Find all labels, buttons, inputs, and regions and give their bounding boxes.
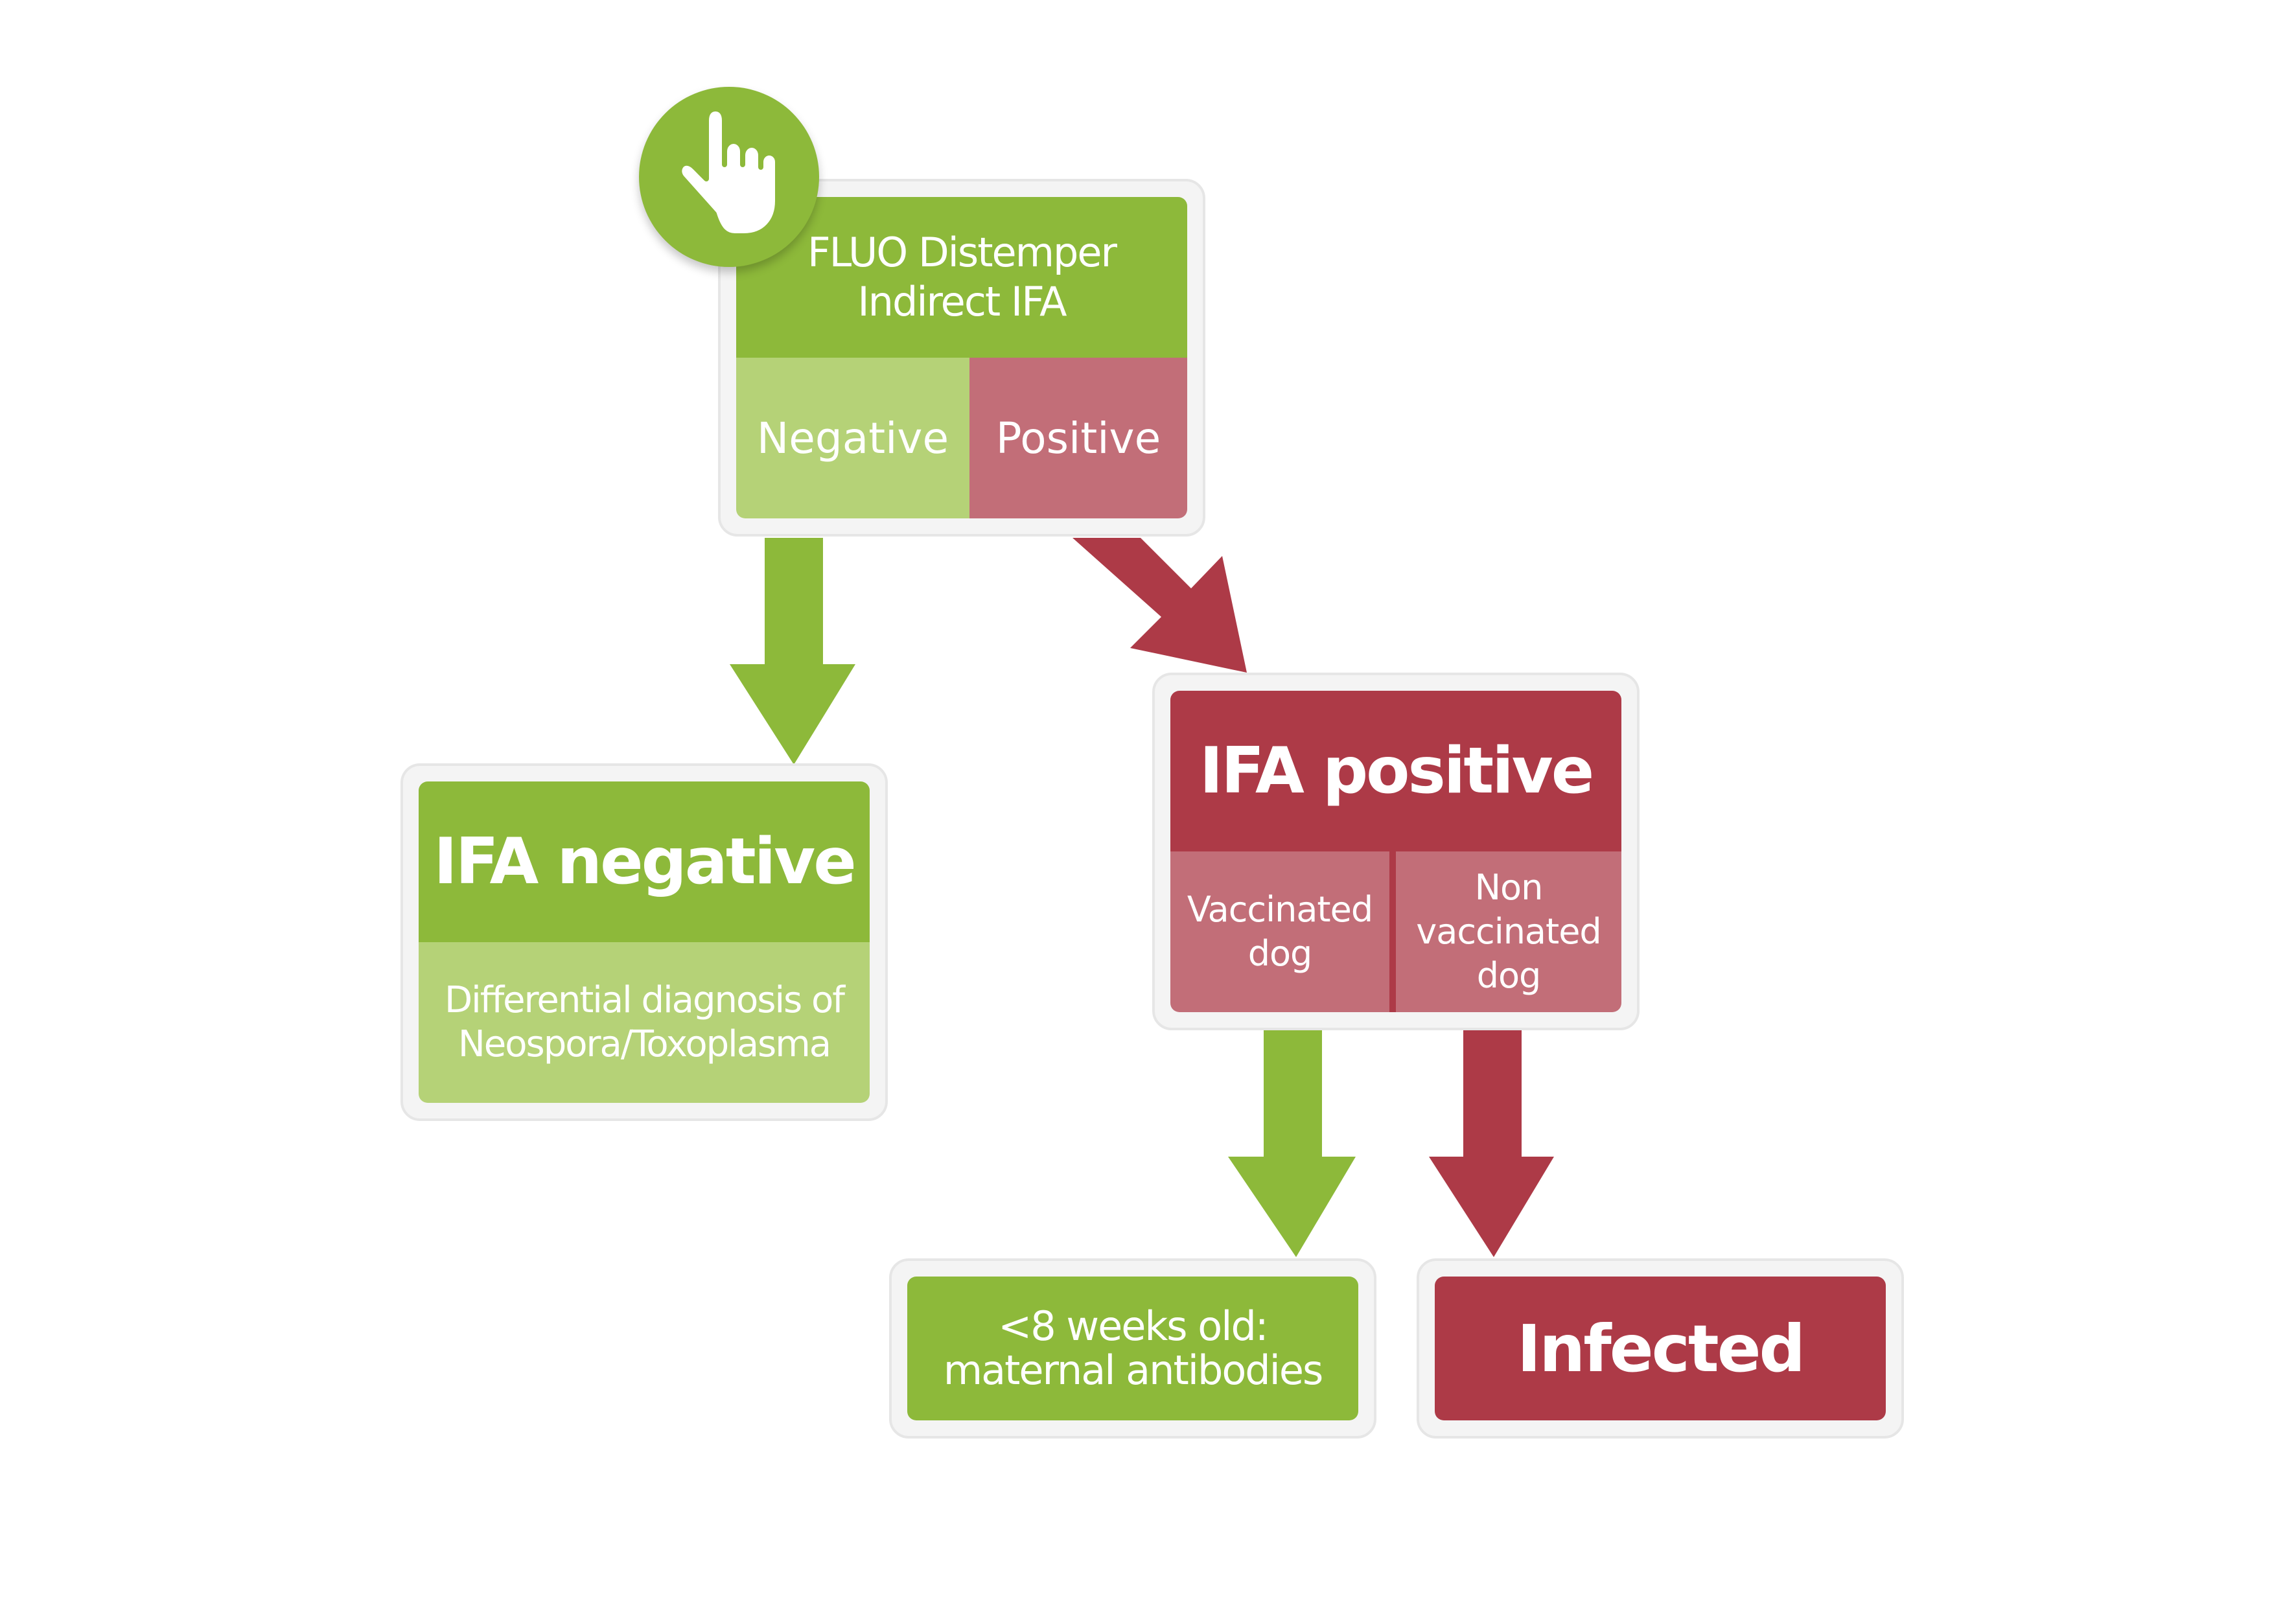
maternal-text: <8 weeks old: maternal antibodies xyxy=(943,1302,1324,1394)
start-node-title: FLUO Distemper Indirect IFA xyxy=(736,197,1187,358)
start-node: FLUO Distemper Indirect IFA Negative Pos… xyxy=(736,197,1187,518)
ifa-negative-title: IFA negative xyxy=(419,781,870,942)
ifa-negative-note: Differential diagnosis of Neospora/Toxop… xyxy=(419,942,870,1103)
maternal-node: <8 weeks old: maternal antibodies xyxy=(907,1277,1358,1420)
start-positive-label: Positive xyxy=(969,358,1187,518)
ifa-positive-divider xyxy=(1389,851,1396,1012)
non-vaccinated-dog-label: Non vaccinated dog xyxy=(1396,851,1621,1012)
infected-text: Infected xyxy=(1516,1310,1805,1387)
arrow-to-ifa-negative xyxy=(730,538,855,765)
arrow-to-maternal xyxy=(1228,1030,1356,1257)
arrow-to-ifa-positive xyxy=(1073,538,1247,673)
ifa-positive-title: IFA positive xyxy=(1170,691,1621,851)
pointing-hand-icon xyxy=(677,106,780,238)
arrow-to-infected xyxy=(1429,1030,1554,1257)
start-negative-label: Negative xyxy=(736,358,969,518)
vaccinated-dog-label: Vaccinated dog xyxy=(1170,851,1389,1012)
ifa-positive-node: IFA positive Vaccinated dog Non vaccinat… xyxy=(1170,691,1621,1012)
ifa-negative-node: IFA negative Differential diagnosis of N… xyxy=(419,781,870,1103)
start-badge xyxy=(639,87,819,267)
infected-node: Infected xyxy=(1435,1277,1886,1420)
